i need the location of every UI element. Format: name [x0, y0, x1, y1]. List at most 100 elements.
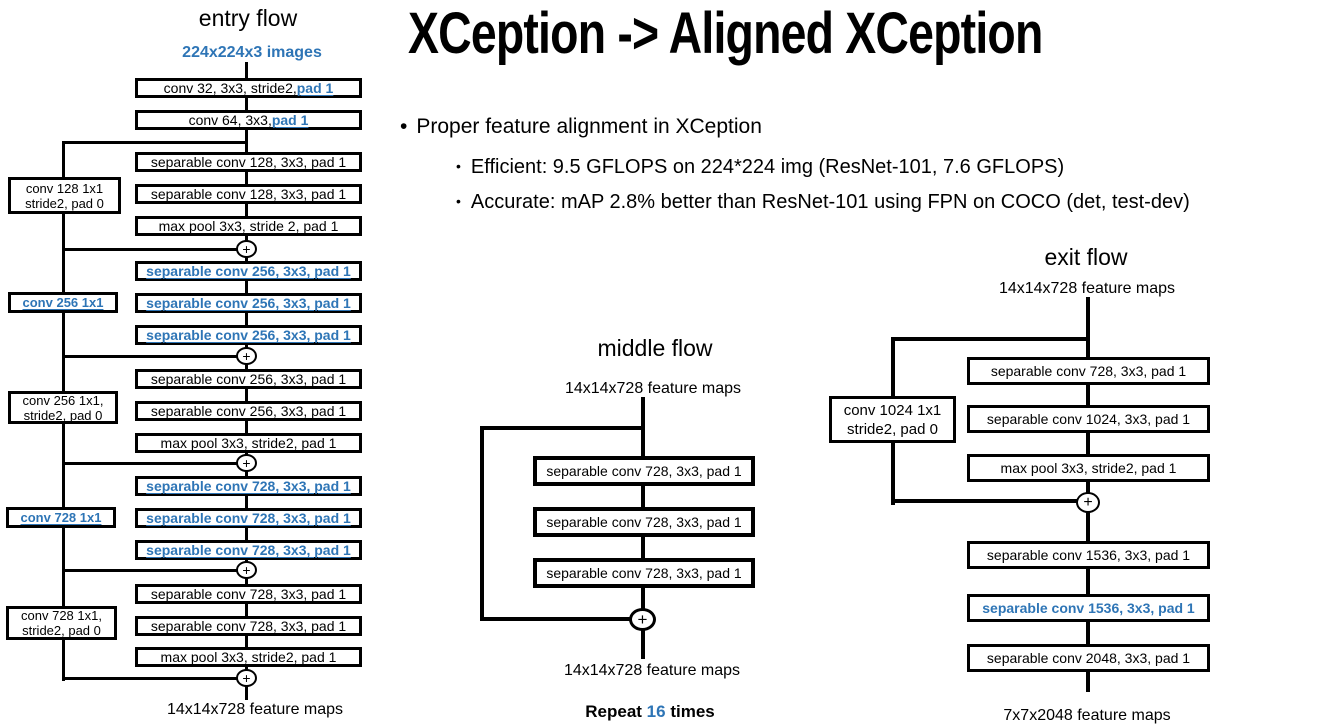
layer-label: conv 32, 3x3, stride2,: [163, 80, 297, 96]
connector-line: [64, 569, 242, 572]
exit-output-label: 7x7x2048 feature maps: [1003, 707, 1171, 724]
entry-output-label: 14x14x728 feature maps: [166, 701, 344, 718]
layer-box: max pool 3x3, stride 2, pad 1: [135, 216, 362, 236]
slide-title: XCeption -> Aligned XCeption: [408, 1, 1043, 66]
layer-label: stride2, pad 0: [25, 195, 104, 211]
layer-label: separable conv 2048, 3x3, pad 1: [986, 650, 1191, 666]
layer-label-highlight: separable conv 728, 3x3, pad 1: [146, 542, 351, 558]
connector-line: [480, 426, 484, 621]
skip-conv-box: conv 256 1x1,stride2, pad 0: [8, 391, 118, 424]
layer-label: separable conv 728, 3x3, pad 1: [546, 514, 742, 530]
layer-box: max pool 3x3, stride2, pad 1: [135, 433, 362, 453]
bullet-item: • Accurate: mAP 2.8% better than ResNet-1…: [456, 191, 1190, 214]
layer-label-highlight: separable conv 256, 3x3, pad 1: [146, 295, 351, 311]
layer-label-highlight: separable conv 256, 3x3, pad 1: [146, 263, 351, 279]
layer-label: separable conv 728, 3x3, pad 1: [546, 463, 742, 479]
layer-box: separable conv 728, 3x3, pad 1: [533, 507, 755, 537]
repeat-prefix: Repeat: [585, 702, 647, 721]
skip-conv-box: conv 256 1x1: [8, 292, 118, 313]
entry-input-label: 224x224x3 images: [182, 44, 322, 61]
layer-label-highlight: pad 1: [271, 112, 309, 128]
layer-box: max pool 3x3, stride2, pad 1: [967, 454, 1210, 482]
repeat-note: Repeat 16 times: [585, 702, 714, 722]
layer-label: conv 256 1x1,: [22, 392, 104, 408]
layer-label: separable conv 1536, 3x3, pad 1: [986, 547, 1191, 563]
connector-line: [893, 499, 1079, 503]
skip-conv-box: conv 728 1x1,stride2, pad 0: [6, 606, 117, 640]
layer-box: separable conv 256, 3x3, pad 1: [135, 325, 362, 345]
add-icon: +: [236, 561, 257, 579]
connector-line: [482, 617, 634, 621]
connector-line: [64, 677, 242, 680]
connector-line: [62, 141, 248, 144]
layer-box: separable conv 728, 3x3, pad 1: [135, 616, 362, 636]
connector-line: [64, 462, 242, 465]
layer-box: separable conv 256, 3x3, pad 1: [135, 293, 362, 313]
layer-box: conv 64, 3x3, pad 1: [135, 110, 362, 130]
layer-box: separable conv 2048, 3x3, pad 1: [967, 644, 1210, 672]
add-icon: +: [236, 240, 257, 258]
layer-label: separable conv 128, 3x3, pad 1: [150, 154, 347, 170]
layer-box: separable conv 728, 3x3, pad 1: [135, 584, 362, 604]
add-icon: +: [629, 608, 656, 631]
bullet-text: Efficient: 9.5 GFLOPS on 224*224 img (Re…: [470, 156, 1065, 178]
layer-box: separable conv 128, 3x3, pad 1: [135, 152, 362, 172]
layer-box: separable conv 728, 3x3, pad 1: [533, 456, 755, 486]
layer-box: separable conv 1536, 3x3, pad 1: [967, 594, 1210, 622]
entry-flow-title: entry flow: [198, 5, 298, 31]
repeat-count: 16: [646, 702, 666, 721]
layer-label-highlight: conv 728 1x1: [20, 510, 102, 525]
layer-box: separable conv 256, 3x3, pad 1: [135, 369, 362, 389]
layer-box: separable conv 728, 3x3, pad 1: [135, 476, 362, 496]
bullet-icon: •: [456, 158, 461, 174]
layer-label: separable conv 256, 3x3, pad 1: [150, 403, 347, 419]
layer-label-highlight: separable conv 728, 3x3, pad 1: [146, 478, 351, 494]
connector-line: [64, 355, 242, 358]
layer-box: separable conv 728, 3x3, pad 1: [135, 540, 362, 560]
layer-label: stride2, pad 0: [23, 407, 103, 423]
connector-line: [64, 248, 242, 251]
layer-box: separable conv 128, 3x3, pad 1: [135, 184, 362, 204]
layer-label: separable conv 1024, 3x3, pad 1: [986, 411, 1191, 427]
middle-flow-title: middle flow: [597, 335, 713, 361]
middle-output-label: 14x14x728 feature maps: [563, 662, 741, 679]
layer-box: separable conv 728, 3x3, pad 1: [967, 357, 1210, 385]
layer-label-highlight: pad 1: [296, 80, 334, 96]
layer-label: max pool 3x3, stride2, pad 1: [160, 649, 337, 665]
layer-label-highlight: separable conv 1536, 3x3, pad 1: [982, 600, 1195, 616]
middle-input-label: 14x14x728 feature maps: [564, 380, 742, 397]
layer-label-highlight: separable conv 728, 3x3, pad 1: [146, 510, 351, 526]
layer-box: separable conv 256, 3x3, pad 1: [135, 401, 362, 421]
layer-label: stride2, pad 0: [847, 420, 938, 438]
repeat-suffix: times: [665, 702, 715, 721]
bullet-text: Accurate: mAP 2.8% better than ResNet-10…: [470, 191, 1190, 213]
layer-label: max pool 3x3, stride2, pad 1: [1000, 460, 1177, 476]
layer-label: max pool 3x3, stride 2, pad 1: [158, 218, 339, 234]
layer-label: max pool 3x3, stride2, pad 1: [160, 435, 337, 451]
bullet-item: • Efficient: 9.5 GFLOPS on 224*224 img (R…: [456, 156, 1064, 179]
layer-box: max pool 3x3, stride2, pad 1: [135, 647, 362, 667]
bullet-icon: •: [400, 115, 408, 138]
layer-label-highlight: conv 256 1x1: [22, 295, 104, 310]
layer-label: conv 128 1x1: [25, 180, 104, 196]
layer-box: separable conv 1024, 3x3, pad 1: [967, 405, 1210, 433]
layer-label: separable conv 728, 3x3, pad 1: [150, 618, 347, 634]
layer-label-highlight: separable conv 256, 3x3, pad 1: [146, 327, 351, 343]
layer-label: conv 1024 1x1: [843, 401, 942, 419]
connector-line: [482, 426, 643, 430]
bullet-icon: •: [456, 193, 461, 209]
bullet-item: • Proper feature alignment in XCeption: [400, 115, 762, 139]
layer-label: stride2, pad 0: [22, 623, 101, 638]
exit-input-label: 14x14x728 feature maps: [998, 280, 1176, 297]
layer-box: separable conv 1536, 3x3, pad 1: [967, 541, 1210, 569]
layer-label: conv 728 1x1,: [21, 608, 102, 623]
add-icon: +: [236, 669, 257, 687]
layer-label: separable conv 128, 3x3, pad 1: [150, 186, 347, 202]
bullet-text: Proper feature alignment in XCeption: [416, 115, 762, 138]
exit-flow-title: exit flow: [1044, 244, 1128, 270]
layer-label: separable conv 728, 3x3, pad 1: [546, 565, 742, 581]
layer-label: separable conv 256, 3x3, pad 1: [150, 371, 347, 387]
